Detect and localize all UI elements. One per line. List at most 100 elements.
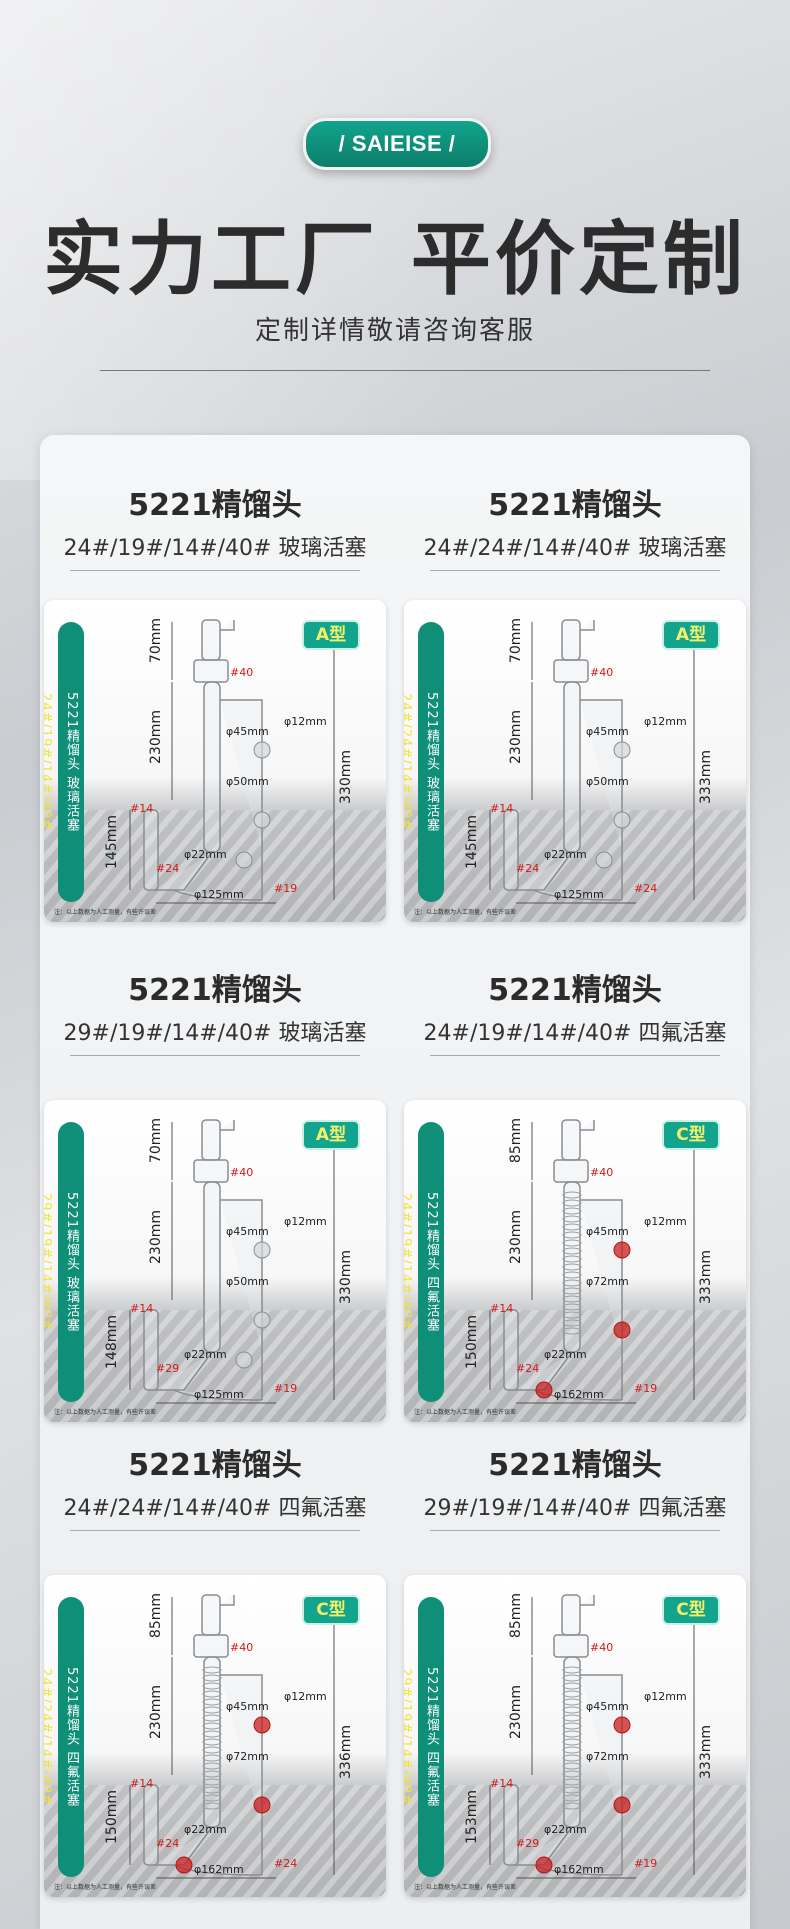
stopcock (253, 741, 271, 759)
condenser-coil (562, 1319, 582, 1327)
tag-highlight: 29#/19#/14#/40# (44, 1193, 53, 1331)
condenser-coil (202, 1762, 222, 1770)
glass-part (193, 659, 229, 683)
joint-14-label: #14 (130, 802, 154, 815)
glass-part (580, 1199, 623, 1350)
joint-24-label: #24 (516, 1362, 540, 1375)
product-spec: 29#/19#/14#/40# 玻璃活塞 (63, 1021, 367, 1046)
condenser-coil (562, 1714, 582, 1722)
condenser-coil (562, 1666, 582, 1674)
dim-top-label: 85mm (148, 1593, 164, 1639)
joint-40-label: #40 (590, 1166, 614, 1179)
distillation-head-drawing (489, 1119, 695, 1404)
condenser-coil (562, 1191, 582, 1199)
condenser-coil (562, 1690, 582, 1698)
glass-part (553, 1634, 589, 1658)
type-badge: C型 (662, 1595, 720, 1625)
dim-mid-label: 230mm (508, 710, 524, 764)
condenser-coil (562, 1746, 582, 1754)
divider (100, 370, 710, 371)
dim-mid-label: 230mm (148, 1685, 164, 1739)
product-spec: 24#/24#/14#/40# 四氟活塞 (63, 1496, 367, 1521)
stopcock (595, 851, 613, 869)
phi50-label: φ50mm (226, 775, 269, 788)
product-title: 5221精馏头 (488, 1448, 662, 1483)
phi45-label: φ45mm (586, 1225, 629, 1238)
condenser-coil (562, 1295, 582, 1303)
dim-total-label: 333mm (698, 1725, 714, 1779)
phi22-label: φ22mm (184, 1348, 227, 1361)
stopcock (253, 1241, 271, 1259)
tag-text: 5221精馏头 四氟活塞 (64, 1666, 79, 1808)
glass-part (514, 851, 573, 891)
distillation-head-drawing (489, 1594, 695, 1879)
stopcock (535, 1856, 553, 1874)
condenser-coil (562, 1762, 582, 1770)
phi-bottom-label: φ125mm (554, 888, 604, 901)
glass-part (173, 1389, 263, 1401)
condenser-coil (562, 1802, 582, 1810)
distillation-head-drawing (489, 619, 695, 904)
phi-bottom-label: φ162mm (194, 1863, 244, 1876)
joint-40-label: #40 (230, 666, 254, 679)
measurement-note: 注：以上数据为人工测量，有些许误差 (54, 909, 157, 916)
spec-underline (70, 1055, 360, 1056)
dim-top-label: 70mm (508, 618, 524, 664)
glass-part (203, 1181, 221, 1353)
dim-low-label: 145mm (464, 815, 480, 869)
glass-part (201, 619, 221, 661)
glass-part (561, 1119, 581, 1161)
joint-14-label: #14 (490, 802, 514, 815)
type-badge: A型 (302, 1120, 360, 1150)
glass-part (561, 1594, 581, 1636)
brand-badge: / SAIEISE / (303, 118, 491, 170)
phi50-label: φ72mm (226, 1750, 269, 1763)
stopcock (613, 1321, 631, 1339)
glass-part (173, 889, 263, 901)
condenser-coil (202, 1682, 222, 1690)
phi12-label: φ12mm (284, 1690, 327, 1703)
stopcock (253, 1796, 271, 1814)
condenser-coil (202, 1786, 222, 1794)
joint-14-label: #14 (490, 1777, 514, 1790)
glass-part (503, 1784, 519, 1866)
phi45-label: φ45mm (226, 1700, 269, 1713)
condenser-coil (562, 1287, 582, 1295)
condenser-coil (202, 1794, 222, 1802)
product-vertical-tag: 5221精馏头 玻璃活塞 29#/19#/14#/40# (44, 1122, 84, 1402)
condenser-coil (562, 1778, 582, 1786)
stopcock (613, 811, 631, 829)
stopcock (613, 1716, 631, 1734)
measurement-note: 注：以上数据为人工测量，有些许误差 (414, 1884, 517, 1891)
dim-low-label: 150mm (104, 1790, 120, 1844)
subheadline: 定制详情敬请咨询客服 (254, 316, 535, 346)
stopcock (253, 1311, 271, 1329)
type-badge: C型 (302, 1595, 360, 1625)
glass-part (220, 1674, 263, 1825)
glass-part (220, 620, 235, 631)
product-card[interactable]: 5221精馏头 玻璃活塞 24#/24#/14#/40# A型 70mm 230mm 1… (404, 600, 746, 922)
product-spec: 29#/19#/14#/40# 四氟活塞 (423, 1496, 727, 1521)
condenser-coil (562, 1263, 582, 1271)
phi22-label: φ22mm (544, 1823, 587, 1836)
condenser-coil (202, 1674, 222, 1682)
dim-top-label: 85mm (508, 1118, 524, 1164)
phi-bottom-label: φ162mm (554, 1388, 604, 1401)
condenser-coil (202, 1714, 222, 1722)
type-badge: A型 (662, 620, 720, 650)
background-highlight (0, 0, 790, 480)
glass-part (580, 699, 623, 850)
phi50-label: φ72mm (586, 1275, 629, 1288)
dim-low-label: 148mm (104, 1315, 120, 1369)
product-vertical-tag: 5221精馏头 玻璃活塞 24#/24#/14#/40# (404, 622, 444, 902)
product-vertical-tag: 5221精馏头 四氟活塞 29#/19#/14#/40# (404, 1597, 444, 1877)
distillation-head-drawing (129, 619, 335, 904)
phi45-label: φ45mm (226, 725, 269, 738)
product-title: 5221精馏头 (488, 973, 662, 1008)
joint-right-label: #19 (274, 882, 298, 895)
